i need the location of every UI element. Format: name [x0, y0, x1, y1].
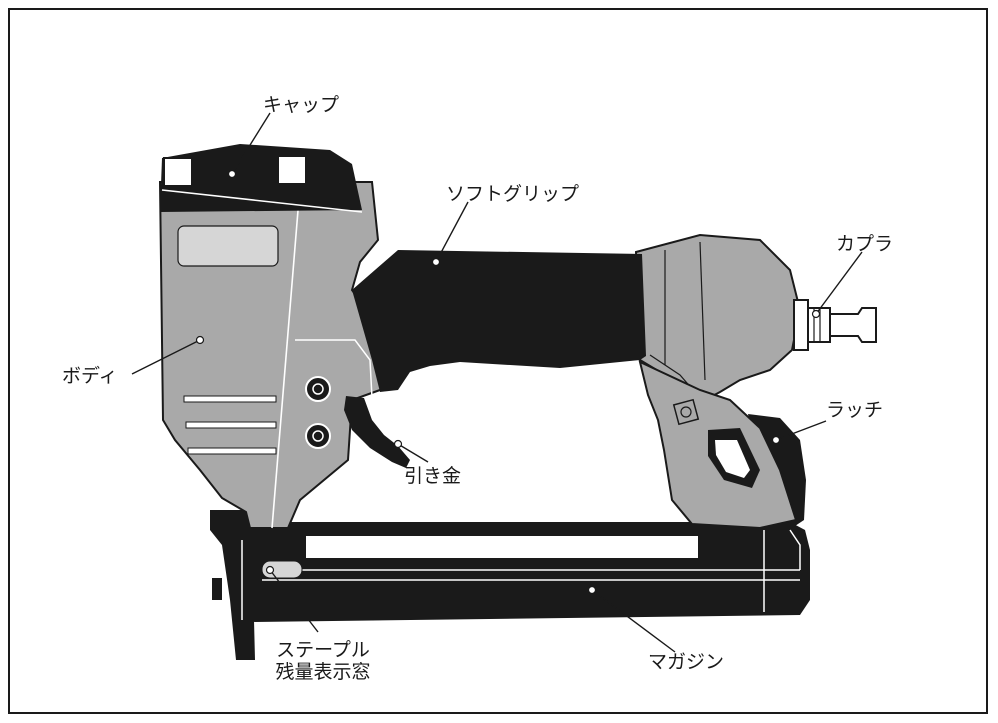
- handle-lower: [638, 360, 806, 530]
- label-staple-window-line1: ステープル: [276, 639, 370, 661]
- leader-dots: [195, 169, 821, 595]
- leader-magazine: [591, 589, 676, 653]
- label-cap: キャップ: [263, 94, 340, 116]
- label-staple-window-line2: 残量表示窓: [275, 660, 371, 683]
- leader-cap: [231, 112, 271, 175]
- leader-coupler: [815, 251, 863, 315]
- label-coupler: カプラ: [836, 233, 894, 255]
- label-staple-window: ステープル 残量表示窓: [268, 639, 378, 684]
- staple-window: [261, 560, 303, 579]
- leader-lines: [131, 112, 863, 653]
- label-latch: ラッチ: [826, 399, 884, 421]
- leader-body: [131, 339, 201, 375]
- leader-trigger: [397, 443, 429, 463]
- leader-soft-grip: [435, 201, 469, 263]
- cap: [160, 144, 363, 213]
- label-trigger: 引き金: [404, 465, 462, 487]
- magazine: [241, 522, 810, 622]
- label-body: ボディ: [62, 365, 118, 387]
- tool-body: [158, 181, 402, 529]
- leader-staple-window: [269, 569, 319, 633]
- nose-assembly: [210, 510, 255, 660]
- trigger: [344, 396, 410, 468]
- label-soft-grip: ソフトグリップ: [446, 183, 580, 205]
- soft-grip: [352, 250, 646, 392]
- leader-latch: [775, 420, 827, 441]
- label-magazine: マガジン: [648, 651, 725, 673]
- coupler: [793, 299, 877, 351]
